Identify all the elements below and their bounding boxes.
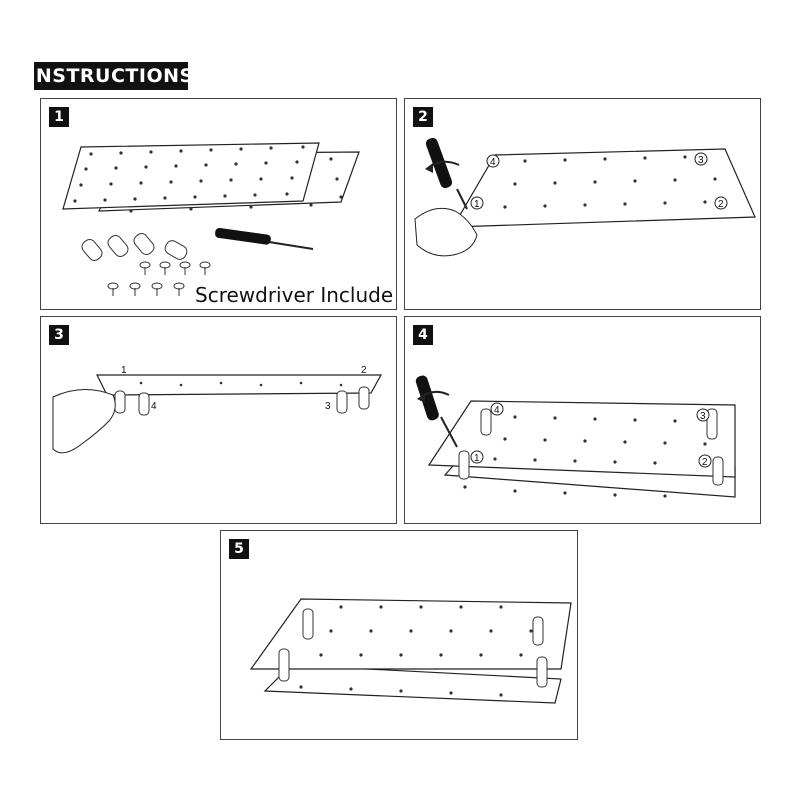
step-5-badge: 5 [229,539,249,559]
step-3-badge: 3 [49,325,69,345]
svg-text:1: 1 [474,199,480,210]
top-plate [427,400,736,478]
screws [107,261,211,296]
svg-text:4: 4 [494,405,500,416]
step-1-illustration [62,142,360,296]
marker-1: 1 [121,365,127,376]
hole-marker-1: 1 [470,196,484,210]
hole-marker-4: 4 [486,154,500,168]
acrylic-plate [451,148,756,228]
acrylic-plate-side [96,374,383,396]
step-2-illustration: 4 3 2 1 [414,137,756,257]
acrylic-plate-top [62,142,320,210]
standoffs [458,408,724,486]
step-4-panel: 4 4 3 2 1 [404,316,761,524]
svg-text:2: 2 [702,457,708,468]
step-1-panel: 1 [40,98,397,310]
bottom-plate [263,664,562,704]
step-2-panel: 2 4 3 2 1 [404,98,761,310]
standoffs [81,233,188,261]
hand-illustration [414,207,478,257]
step-4-badge: 4 [413,325,433,345]
hole-marker-3: 3 [696,408,710,422]
svg-text:1: 1 [474,453,480,464]
standoffs [278,608,548,688]
step-2-badge: 2 [413,107,433,127]
hand-illustration [52,389,116,454]
svg-text:3: 3 [698,155,704,166]
hole-marker-4: 4 [490,402,504,416]
standoffs [114,386,370,416]
hole-marker-3: 3 [694,152,708,166]
marker-2: 2 [361,365,367,376]
hole-marker-2: 2 [714,196,728,210]
svg-text:3: 3 [700,411,706,422]
hole-marker-2: 2 [698,454,712,468]
step-3-panel: 3 1 2 3 4 [40,316,397,524]
svg-text:2: 2 [718,199,724,210]
top-plate [249,598,572,670]
hole-marker-1: 1 [470,450,484,464]
plate-holes [73,145,343,213]
step-3-illustration: 1 2 3 4 [52,365,383,454]
step-4-illustration: 4 3 2 1 [415,375,736,498]
screwdriver-icon [215,227,314,250]
step-1-badge: 1 [49,107,69,127]
marker-3: 3 [325,401,331,412]
screwdriver-icon [415,375,458,448]
instructions-title: INSTRUCTIONS [28,62,193,90]
screwdriver-caption: Screwdriver Include [195,283,394,307]
step-5-panel: 5 [220,530,578,740]
svg-text:4: 4 [490,157,496,168]
step-5-illustration [249,598,572,704]
screwdriver-icon [425,137,468,210]
marker-4: 4 [151,401,157,412]
